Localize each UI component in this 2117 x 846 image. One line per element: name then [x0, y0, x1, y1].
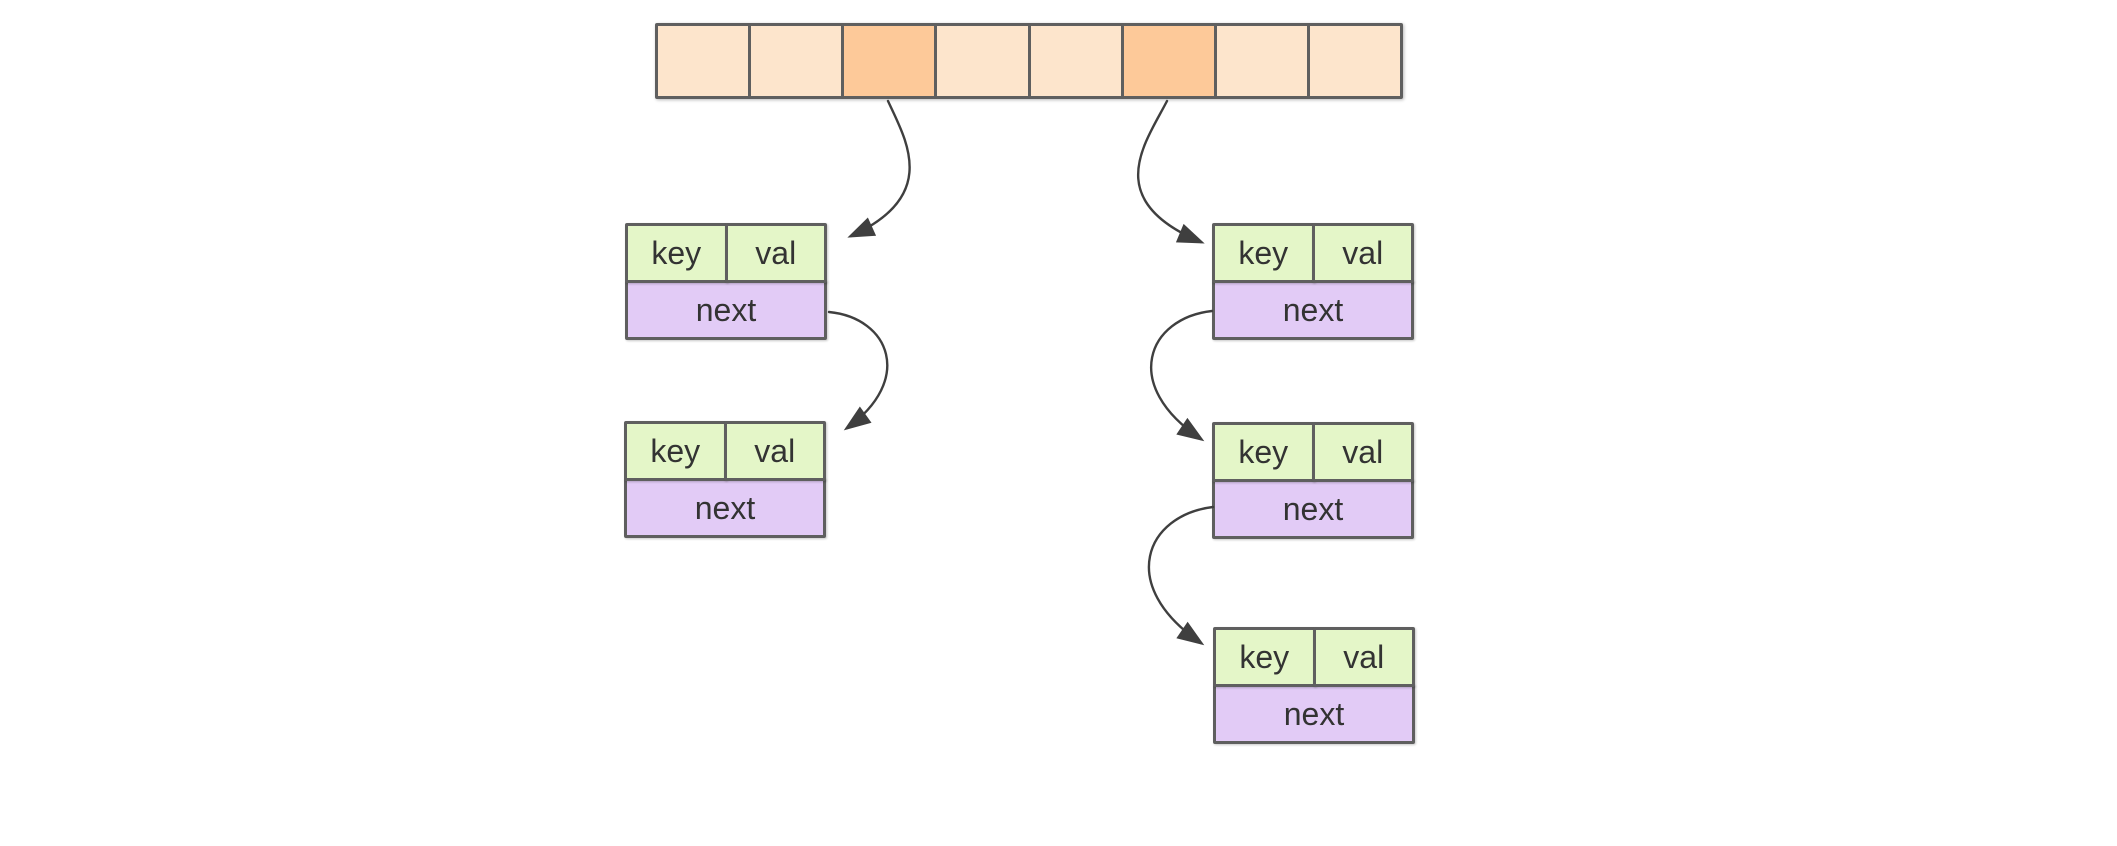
array-cell-7: [1306, 26, 1400, 96]
hash-node-right-2: key val next: [1212, 422, 1414, 539]
val-cell: val: [1311, 422, 1414, 482]
val-cell: val: [724, 223, 827, 283]
val-cell: val: [723, 421, 826, 481]
array-cell-4: [1027, 26, 1121, 96]
array-cell-2: [841, 26, 935, 96]
key-val-row: key val: [625, 223, 827, 283]
key-cell: key: [624, 421, 727, 481]
key-cell: key: [625, 223, 728, 283]
array-cell-5: [1120, 26, 1214, 96]
arrow-right-node1-next-to-node2: [1149, 309, 1214, 442]
key-val-row: key val: [1212, 223, 1414, 283]
hash-node-right-1: key val next: [1212, 223, 1414, 340]
arrow-left-node1-next-to-node2: [827, 310, 889, 431]
val-cell: val: [1312, 627, 1415, 687]
key-val-row: key val: [1212, 422, 1414, 482]
arrow-bucket2-to-left-chain: [847, 99, 911, 238]
hash-node-left-1: key val next: [625, 223, 827, 340]
next-pointer-cell: next: [1212, 280, 1414, 340]
array-cell-0: [658, 26, 749, 96]
key-cell: key: [1212, 422, 1315, 482]
hash-node-right-3: key val next: [1213, 627, 1415, 744]
arrow-right-node2-next-to-node3: [1147, 505, 1215, 646]
hash-node-left-2: key val next: [624, 421, 826, 538]
array-cell-3: [934, 26, 1028, 96]
next-pointer-cell: next: [1213, 684, 1415, 744]
key-val-row: key val: [624, 421, 826, 481]
key-cell: key: [1212, 223, 1315, 283]
array-cell-6: [1213, 26, 1307, 96]
next-pointer-cell: next: [1212, 479, 1414, 539]
key-cell: key: [1213, 627, 1316, 687]
bucket-array: [655, 23, 1403, 99]
array-cell-1: [748, 26, 842, 96]
next-pointer-cell: next: [625, 280, 827, 340]
val-cell: val: [1311, 223, 1414, 283]
next-pointer-cell: next: [624, 478, 826, 538]
key-val-row: key val: [1213, 627, 1415, 687]
arrow-bucket5-to-right-chain: [1137, 99, 1205, 244]
